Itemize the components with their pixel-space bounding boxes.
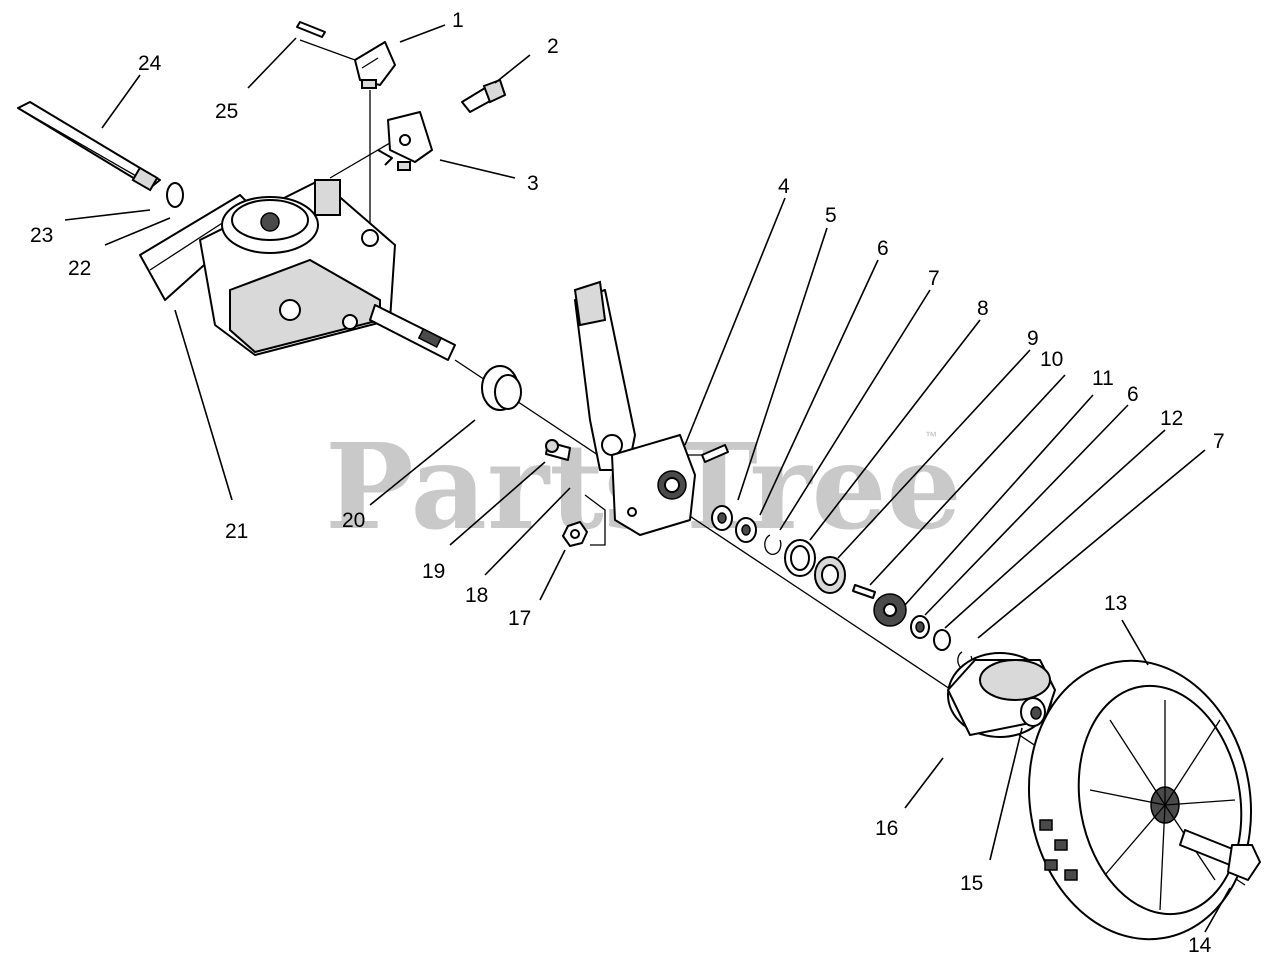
callout-3: 3 xyxy=(527,172,539,195)
nut-part xyxy=(562,521,588,547)
bearing-ring-part xyxy=(784,539,816,577)
callout-25: 25 xyxy=(215,100,238,123)
callout-1: 1 xyxy=(452,9,464,32)
screw-part xyxy=(701,444,729,463)
callout-labels: 1 2 3 4 5 6 7 8 9 10 11 6 12 7 13 14 15 … xyxy=(30,9,1225,957)
wheel-part xyxy=(1027,659,1253,941)
callout-16: 16 xyxy=(875,817,898,840)
small-bolt-part xyxy=(545,439,571,461)
callout-18: 18 xyxy=(465,584,488,607)
wheel-bushing-part xyxy=(1020,697,1046,727)
callout-17: 17 xyxy=(508,607,531,630)
bearing-part xyxy=(814,556,846,594)
leader-lines xyxy=(64,24,1231,933)
callout-8: 8 xyxy=(977,297,989,320)
callout-7b: 7 xyxy=(1213,430,1225,453)
callout-10: 10 xyxy=(1040,348,1063,371)
washer-3-part xyxy=(910,615,930,639)
shift-knob-part xyxy=(354,41,396,89)
callout-2: 2 xyxy=(547,35,559,58)
callout-5: 5 xyxy=(825,204,837,227)
watermark-trademark: ™ xyxy=(925,429,937,443)
height-adjust-bracket-part xyxy=(573,280,636,471)
callout-13: 13 xyxy=(1104,592,1127,615)
output-shaft-part xyxy=(369,304,456,361)
key-pin-part xyxy=(852,584,876,599)
callout-14: 14 xyxy=(1188,934,1212,957)
callout-6b: 6 xyxy=(1127,383,1139,406)
callout-11: 11 xyxy=(1092,367,1114,390)
bracket-part xyxy=(377,111,433,171)
callout-4: 4 xyxy=(778,175,790,198)
callout-20: 20 xyxy=(342,509,365,532)
callout-6: 6 xyxy=(877,237,889,260)
callout-7: 7 xyxy=(928,267,940,290)
washer-2-part xyxy=(735,517,757,543)
axle-bolt-part xyxy=(1179,829,1261,881)
callout-19: 19 xyxy=(422,560,445,583)
wheel-bracket-plate-part xyxy=(611,434,696,536)
bushing-part xyxy=(481,365,522,411)
callout-15: 15 xyxy=(960,872,983,895)
snap-ring-part xyxy=(764,534,782,556)
spacer-part xyxy=(933,629,951,651)
axle-shaft-part xyxy=(17,101,184,208)
callout-23: 23 xyxy=(30,224,53,247)
pinion-gear-part xyxy=(873,593,907,627)
bolt-part xyxy=(461,78,507,113)
callout-22: 22 xyxy=(68,257,91,280)
callout-24: 24 xyxy=(138,52,162,75)
callout-12: 12 xyxy=(1160,407,1183,430)
callout-9: 9 xyxy=(1027,327,1039,350)
washer-part xyxy=(711,505,733,531)
callout-21: 21 xyxy=(225,520,248,543)
cotter-pin-part xyxy=(296,21,326,38)
